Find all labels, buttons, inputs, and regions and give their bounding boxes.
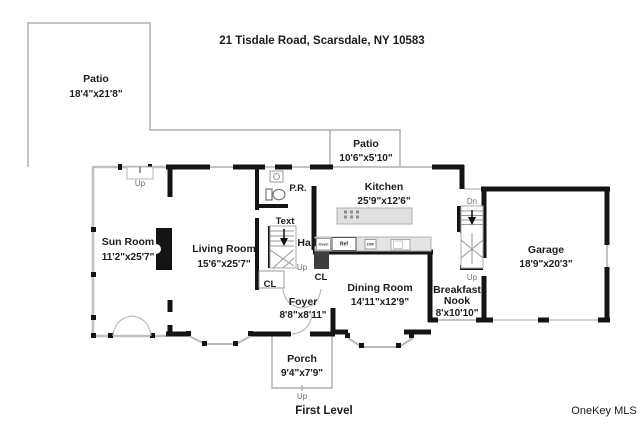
sink-icon [269,170,284,183]
exterior-walls [166,164,610,337]
foyer-dims: 8'8"x8'11" [279,310,326,321]
bay-window-dining [345,333,414,348]
stair-down-arrow-2 [468,217,476,225]
basement-staircase [460,205,484,269]
patio-small-dims: 10'6"x5'10" [339,153,392,164]
up-label-porch: Up [297,392,308,401]
closet-right-label: CL [315,272,328,283]
dishwasher-label: DW [367,242,374,247]
oven-label: Oven [318,242,329,247]
kitchen-sink-icon [390,239,411,251]
powder-room-label: P.R. [289,183,306,194]
patio-small-label: Patio [353,138,379,150]
down-label-stair: Dn [467,197,477,206]
garage-door-post [538,317,549,323]
closet-left-label: CL [264,279,277,290]
window-lines [210,166,608,321]
porch-label: Porch [287,353,317,365]
kitchen-label: Kitchen [365,181,404,193]
breakfast-nook-label-2: Nook [444,295,470,307]
up-label-stoop: Up [135,179,146,188]
porch-dims: 9'4"x7'9" [281,368,323,379]
hall-label: Hall [297,237,316,249]
text-room-label: Text [276,216,296,227]
patio-outline [27,22,401,167]
living-room-label: Living Room [192,243,256,255]
level-title: First Level [295,405,353,417]
sun-room-posts [91,164,155,338]
sun-room-dims: 11'2"x25'7" [102,252,155,263]
fireplace [151,228,172,270]
foyer-label: Foyer [289,296,318,308]
door-arcs [112,288,322,337]
bay-window-living [186,331,253,346]
up-label-hall: Up [297,263,308,272]
sun-room-label: Sun Room [102,236,155,248]
kitchen-dims: 25'9"x12'6" [357,196,410,207]
toilet-icon [265,188,273,201]
address-title: 21 Tisdale Road, Scarsdale, NY 10583 [219,35,424,47]
entry-stoop [126,166,154,180]
garage-dims: 18'9"x20'3" [519,259,572,270]
patio-large-dims: 18'4"x21'8" [69,89,122,100]
dishwasher-icon [364,239,377,250]
cooktop-icon [344,210,359,219]
kitchen-counter: Oven Ref DW [314,236,432,252]
main-staircase [269,225,297,269]
fridge-label: Ref [340,242,348,248]
stair-down-arrow [280,238,288,246]
powder-room-fixtures [265,170,286,201]
oven-icon [316,238,331,251]
watermark: OneKey MLS [571,405,636,417]
patio-large-label: Patio [83,73,109,85]
dining-room-label: Dining Room [347,282,412,294]
fridge-icon [331,237,357,251]
closet-right-box [314,252,329,269]
porch-outline [271,336,333,391]
breakfast-nook-label-1: Breakfast [433,284,481,296]
living-room-dims: 15'6"x25'7" [197,259,250,270]
closet-left-box [258,270,285,289]
kitchen-island [336,207,413,225]
breakfast-nook-dims: 8'x10'10" [436,308,479,319]
garage-label: Garage [528,244,564,256]
up-label-stair: Up [467,273,478,282]
dining-room-dims: 14'11"x12'9" [351,297,409,308]
